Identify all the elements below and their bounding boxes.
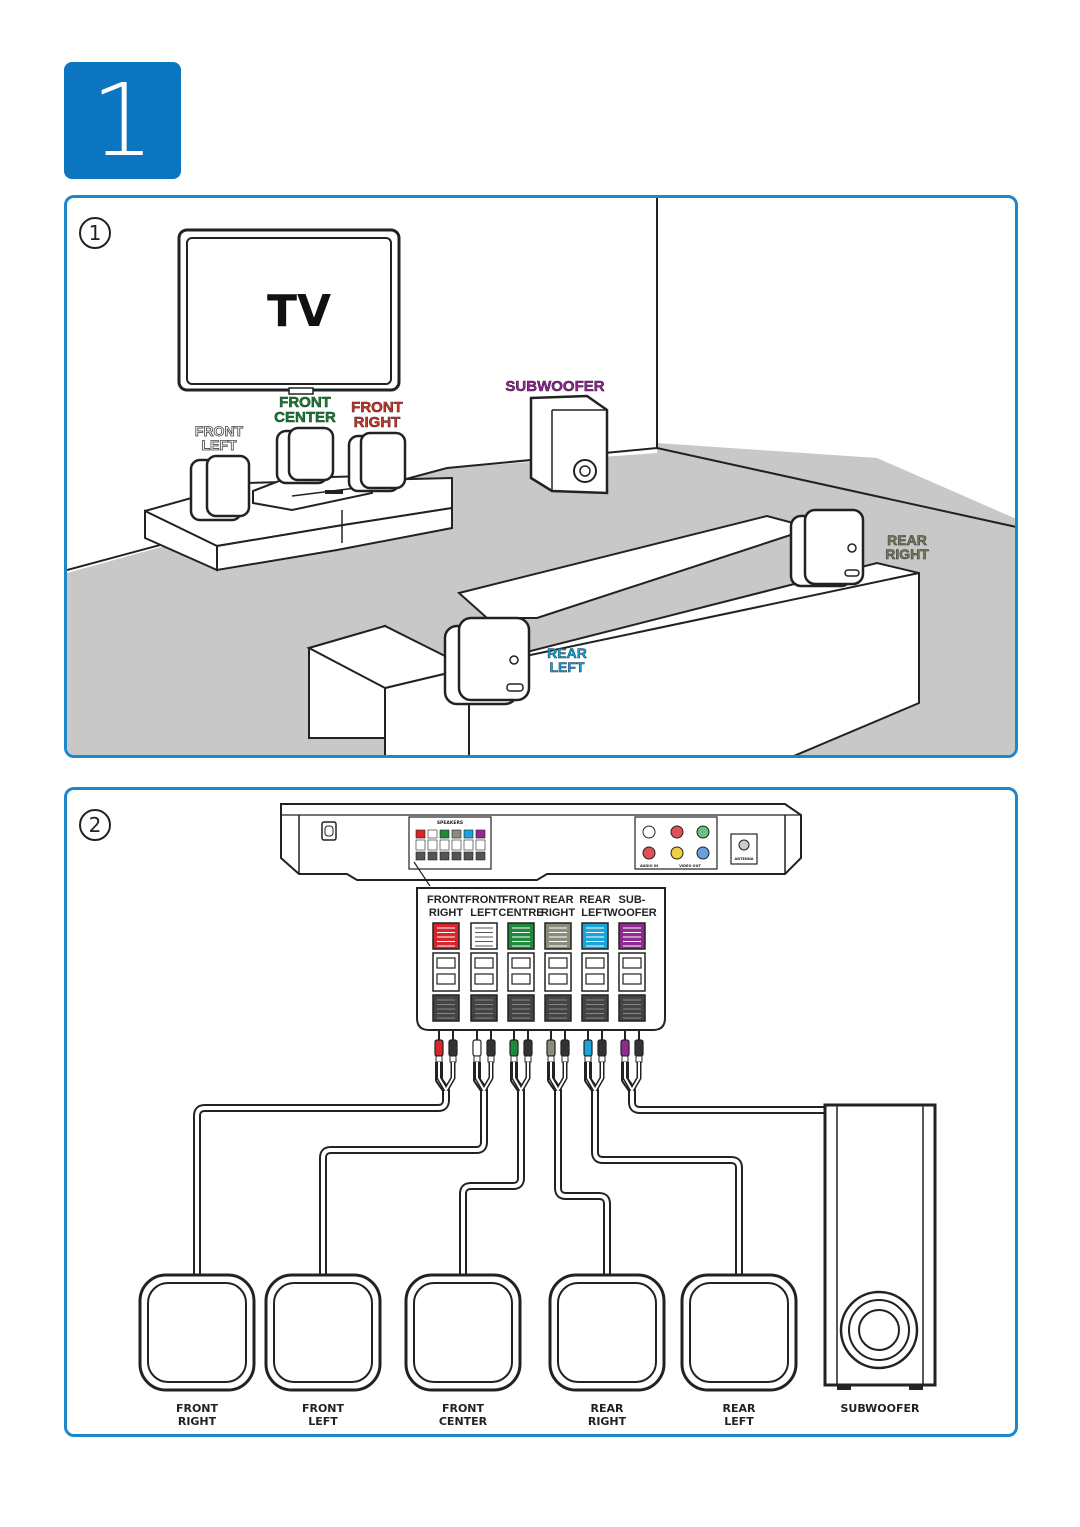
cable-plug-pair xyxy=(583,1030,607,1063)
speaker-label-line2: LEFT xyxy=(308,1415,338,1428)
subwoofer xyxy=(529,394,609,495)
cable-plug-pair xyxy=(434,1030,458,1063)
satellite-speaker xyxy=(138,1273,256,1392)
speaker-terminal xyxy=(470,922,498,1022)
speaker-label-line1: REAR xyxy=(591,1402,624,1415)
wiring-panel: 2 SPEAKERS AUDIO IN VIDEO OUT ANTENNA xyxy=(64,787,1018,1437)
front-right-speaker xyxy=(347,431,407,493)
rear-left-label-2: LEFT xyxy=(550,659,585,675)
front-left-speaker xyxy=(189,454,251,522)
speaker-label-line1: REAR xyxy=(723,1402,756,1415)
panel-2-index: 2 xyxy=(89,813,102,837)
connector-label-line1: FRONT xyxy=(427,894,465,906)
front-center-speaker xyxy=(275,426,335,485)
speaker-cable xyxy=(621,1062,884,1114)
subwoofer-label: SUBWOOFER xyxy=(505,378,604,395)
connector-label-line1: FRONT xyxy=(465,894,503,906)
cable-plug-pair xyxy=(509,1030,533,1063)
rear-right-label-2: RIGHT xyxy=(885,546,929,562)
subwoofer-unit xyxy=(823,1103,937,1390)
speaker-cable xyxy=(459,1062,525,1278)
connector-label-line2: RIGHT xyxy=(541,907,576,919)
room-illustration: TV xyxy=(67,198,1015,755)
speaker-label-line2: LEFT xyxy=(724,1415,754,1428)
connector-label-line2: RIGHT xyxy=(429,907,464,919)
subwoofer-label: SUBWOOFER xyxy=(841,1402,921,1415)
satellite-speaker xyxy=(264,1273,382,1392)
back-panel-antenna: ANTENNA xyxy=(735,857,754,861)
speaker-label-line2: RIGHT xyxy=(588,1415,627,1428)
panel-2-index-circle xyxy=(79,809,111,841)
tv: TV xyxy=(177,228,401,395)
rear-left-label-1: REAR xyxy=(547,645,587,661)
satellite-speaker xyxy=(404,1273,522,1392)
speaker-label-line2: CENTER xyxy=(439,1415,488,1428)
back-panel-speakers-header: SPEAKERS xyxy=(437,820,463,826)
speaker-label-line2: RIGHT xyxy=(178,1415,217,1428)
cable-plug-pair xyxy=(620,1030,644,1063)
rear-left-speaker xyxy=(443,616,531,706)
room-layout-panel: TV xyxy=(64,195,1018,758)
satellite-speaker xyxy=(680,1273,798,1392)
cable-plug-pair xyxy=(472,1030,496,1063)
front-right-label-2: RIGHT xyxy=(354,414,401,431)
connector-label-line2: LEFT xyxy=(470,907,498,919)
rear-right-label-1: REAR xyxy=(887,532,927,548)
back-panel-video-out: VIDEO OUT xyxy=(679,864,701,868)
rear-right-speaker xyxy=(789,508,865,588)
zoom-pointer xyxy=(413,861,431,887)
front-center-label-1: FRONT xyxy=(279,394,331,411)
connector-label-line1: FRONT xyxy=(502,894,540,906)
connector-label-line2: WOOFER xyxy=(607,907,657,919)
speaker-label-line1: FRONT xyxy=(302,1402,345,1415)
step-number-badge: 1 xyxy=(64,62,181,179)
speaker-terminal xyxy=(581,922,609,1022)
main-unit-back-panel: SPEAKERS AUDIO IN VIDEO OUT ANTENNA xyxy=(280,803,802,881)
connector-label-line2: LEFT xyxy=(581,907,609,919)
panel-1-index-circle xyxy=(79,217,111,249)
connector-label-line1: SUB- xyxy=(619,894,646,906)
wiring-diagram: 2 SPEAKERS AUDIO IN VIDEO OUT ANTENNA xyxy=(79,803,937,1428)
cable-plug-pair xyxy=(546,1030,570,1063)
front-left-label-1: FRONT xyxy=(195,423,244,439)
front-center-label-2: CENTER xyxy=(274,409,336,426)
speaker-label-line1: FRONT xyxy=(176,1402,219,1415)
connector-label-line1: REAR xyxy=(579,894,610,906)
front-right-label-1: FRONT xyxy=(351,399,403,416)
panel-1-index: 1 xyxy=(89,221,102,245)
speaker-terminal xyxy=(507,922,535,1022)
satellite-speaker xyxy=(548,1273,666,1392)
front-left-label-2: LEFT xyxy=(202,437,237,453)
speaker-label-line1: FRONT xyxy=(442,1402,485,1415)
speaker-terminal xyxy=(618,922,646,1022)
connector-group: FRONTRIGHTFRONTLEFTFRONTCENTREREARRIGHTR… xyxy=(427,894,657,1063)
sofa xyxy=(306,514,920,755)
connector-label-line1: REAR xyxy=(542,894,573,906)
tv-label: TV xyxy=(267,286,331,337)
back-panel-audio-in: AUDIO IN xyxy=(640,864,658,868)
speaker-terminal xyxy=(544,922,572,1022)
speaker-group: FRONTRIGHTFRONTLEFTFRONTCENTERREARRIGHTR… xyxy=(138,1273,798,1428)
connector-label-line2: CENTRE xyxy=(498,907,543,919)
speaker-terminal xyxy=(432,922,460,1022)
cable-group xyxy=(193,1062,884,1278)
